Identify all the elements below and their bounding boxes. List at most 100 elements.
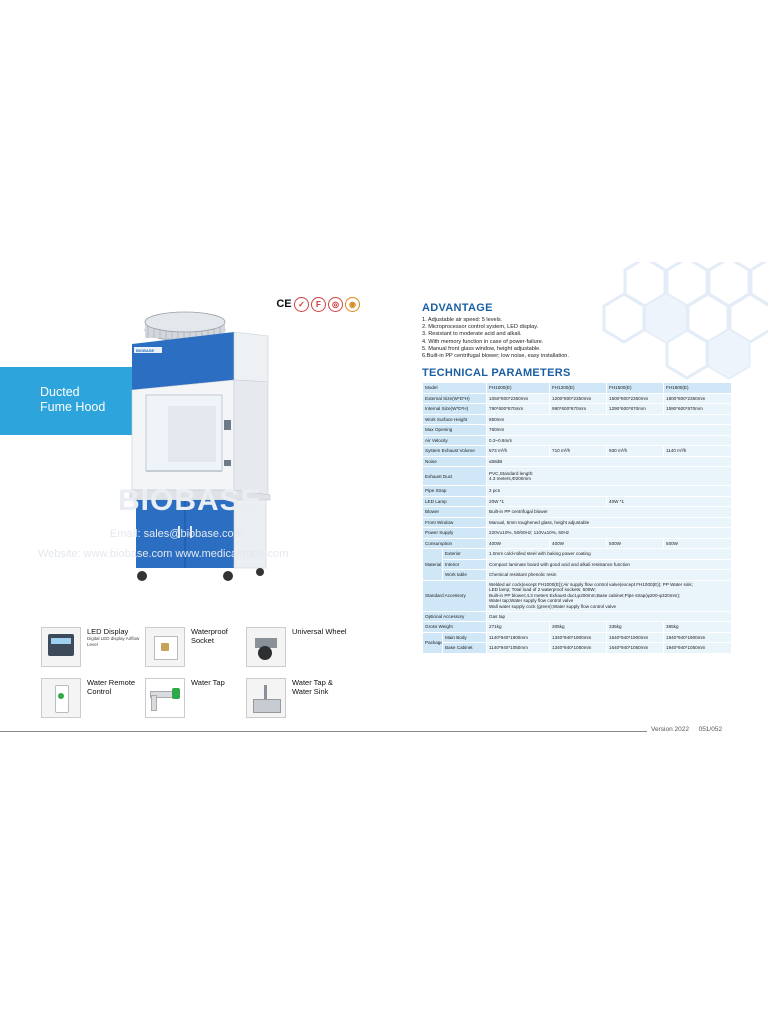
feature-label: LED Display	[87, 627, 129, 636]
table-cell: 40W *1	[606, 495, 733, 507]
table-cell: 335kg	[606, 621, 665, 633]
water-tap-icon	[145, 678, 185, 718]
water-sink-icon	[246, 678, 286, 718]
table-row: Standard Accessory Welded air cock(excep…	[421, 579, 733, 612]
accessory-line: Welded air cock(except FH1000(E));Air su…	[489, 581, 693, 587]
table-cell: ≤68dB	[486, 455, 733, 467]
table-row: Package Main Body 1140*940*1900mm 1340*9…	[422, 631, 733, 654]
feature-label: Water Tap & Water Sink	[292, 678, 333, 696]
footer-divider	[0, 731, 647, 732]
row-label: Standard Accessory	[421, 579, 488, 612]
socket-icon	[145, 627, 185, 667]
table-row: External Size(W*D*H) 1050*800*2350mm 120…	[421, 392, 733, 404]
table-cell: 1940*940*1050mm	[663, 642, 733, 654]
table-row: Work table Chemical resistant phenolic r…	[423, 569, 733, 581]
model-cell: FH1000(E)	[486, 382, 551, 394]
table-cell: 1800*800*2350mm	[663, 392, 733, 404]
table-cell: 400W	[549, 537, 608, 549]
advantage-item: 5. Manual front glass window, height adj…	[422, 345, 541, 352]
title-band	[0, 367, 132, 435]
table-cell: PVC,Standard length: 4.3 meters,Φ200mm	[486, 466, 733, 486]
table-cell: 1050*800*2350mm	[486, 392, 551, 404]
row-label: Internal Size(W*D*H)	[421, 403, 488, 415]
table-cell: 1340*940*1050mm	[549, 642, 608, 654]
exhaust-duct-line1: PVC,Standard length:	[489, 470, 534, 476]
row-label: Power Supply	[421, 527, 488, 539]
table-row: Blower Built-in PP centrifugal blower	[421, 506, 733, 518]
table-row: LED Lamp 20W *1 40W *1	[421, 495, 733, 507]
version-label: Version 2022	[651, 726, 689, 733]
row-label: Optional Accessory	[421, 610, 488, 622]
csa-badge-icon: ◎	[328, 296, 343, 312]
table-cell: 1140 m³/h	[663, 445, 733, 457]
table-cell: 710 m³/h	[549, 445, 608, 457]
page-number: 051/052	[698, 726, 723, 733]
feature-water-remote-control: Water Remote Control	[41, 678, 143, 718]
table-cell: 2 pcs	[486, 485, 733, 497]
table-row: Max Opening 760mm	[421, 424, 733, 436]
row-label: Gross Weight	[421, 621, 488, 633]
table-cell: 365kg	[663, 621, 733, 633]
table-row: Optional Accessory Gas tap	[421, 610, 733, 622]
model-cell: FH1500(E)	[606, 382, 665, 394]
product-title: Ducted Fume Hood	[40, 385, 105, 415]
table-cell: 400W	[486, 537, 551, 549]
row-label: LED Lamp	[421, 495, 488, 507]
table-row: Exhaust Duct PVC,Standard length: 4.3 me…	[421, 466, 733, 486]
accessory-line: LED lamp; Total load of 2 waterproof soc…	[489, 587, 596, 593]
feature-universal-wheel: Universal Wheel	[246, 627, 348, 667]
feature-sublabel: Digital LED display Airflow Level	[87, 636, 140, 647]
table-cell: Built-in PP centrifugal blower	[486, 506, 733, 518]
feature-label: Waterproof Socket	[191, 627, 228, 645]
cabinet-brand-label: BIOBASE	[136, 348, 155, 353]
table-row: Interior Compact laminate board with goo…	[423, 558, 733, 570]
table-cell: 500W	[606, 537, 665, 549]
advantage-item: 1. Adjustable air speed: 5 levels.	[422, 317, 503, 323]
table-row: Internal Size(W*D*H) 790*600*870mm 990*6…	[421, 403, 733, 415]
table-cell: Compact laminate board with good acid an…	[486, 558, 733, 570]
hexagon-pattern	[602, 262, 768, 380]
table-cell: 1140*940*1900mm	[486, 631, 551, 643]
table-row: System Exhaust Volume 573 m³/h 710 m³/h …	[421, 445, 733, 457]
technical-title: TECHNICAL PARAMETERS	[422, 367, 571, 379]
sub-label: Base Cabinet	[441, 642, 488, 654]
table-row: Pipe Strap 2 pcs	[421, 485, 733, 497]
table-cell: 1640*940*1050mm	[606, 642, 665, 654]
feature-waterproof-socket: Waterproof Socket	[145, 627, 247, 667]
table-row: Material Exterior 1.0mm cold-rolled stee…	[422, 548, 733, 581]
table-row: Noise ≤68dB	[421, 455, 733, 467]
table-cell: 1340*940*1900mm	[549, 631, 608, 643]
remote-control-icon	[41, 678, 81, 718]
row-label: Air Velocity	[421, 434, 488, 446]
table-row: Front Window Manual, 5mm toughened glass…	[421, 516, 733, 528]
table-cell: Manual, 5mm toughened glass, height adju…	[486, 516, 733, 528]
row-label: Material	[422, 548, 443, 581]
iso-badge-icon: ✓	[294, 296, 309, 312]
row-label: Front Window	[421, 516, 488, 528]
exhaust-duct-line2: 4.3 meters,Φ200mm	[489, 476, 531, 481]
table-cell: 20W *1	[486, 495, 608, 507]
table-cell: 573 m³/h	[486, 445, 551, 457]
feature-water-tap-and-sink: Water Tap & Water Sink	[246, 678, 348, 718]
table-row: Work Surface Height 850mm	[421, 413, 733, 425]
table-row: Model FH1000(E) FH1200(E) FH1500(E) FH18…	[421, 382, 733, 394]
table-cell: 305kg	[549, 621, 608, 633]
advantage-item: 3. Resistant to moderate acid and alkali…	[422, 331, 522, 338]
table-cell: Gas tap	[486, 610, 733, 622]
table-cell: 790*600*870mm	[486, 403, 551, 415]
table-cell: 850mm	[486, 413, 733, 425]
table-cell: 990*600*870mm	[549, 403, 608, 415]
footer: Version 2022 051/052	[651, 726, 722, 733]
table-cell: 271kg	[486, 621, 551, 633]
watermark-brand-left: BIOBASE	[118, 484, 262, 517]
product-title-line2: Fume Hood	[40, 400, 106, 414]
row-label: External Size(W*D*H)	[421, 392, 488, 404]
row-label: Package	[422, 631, 443, 654]
table-cell: 1200*800*2350mm	[549, 392, 608, 404]
table-row: Base Cabinet 1140*940*1050mm 1340*940*10…	[423, 642, 733, 654]
certification-logos: CE ✓ F ◎ ◉	[276, 296, 360, 312]
table-cell: 1290*600*870mm	[606, 403, 665, 415]
sub-label: Main Body	[441, 631, 488, 643]
advantage-item: 4. With memory function in case of power…	[422, 338, 544, 345]
table-cell: 220V±10%, 50/60Hz; 110V±10%, 60Hz	[486, 527, 733, 539]
